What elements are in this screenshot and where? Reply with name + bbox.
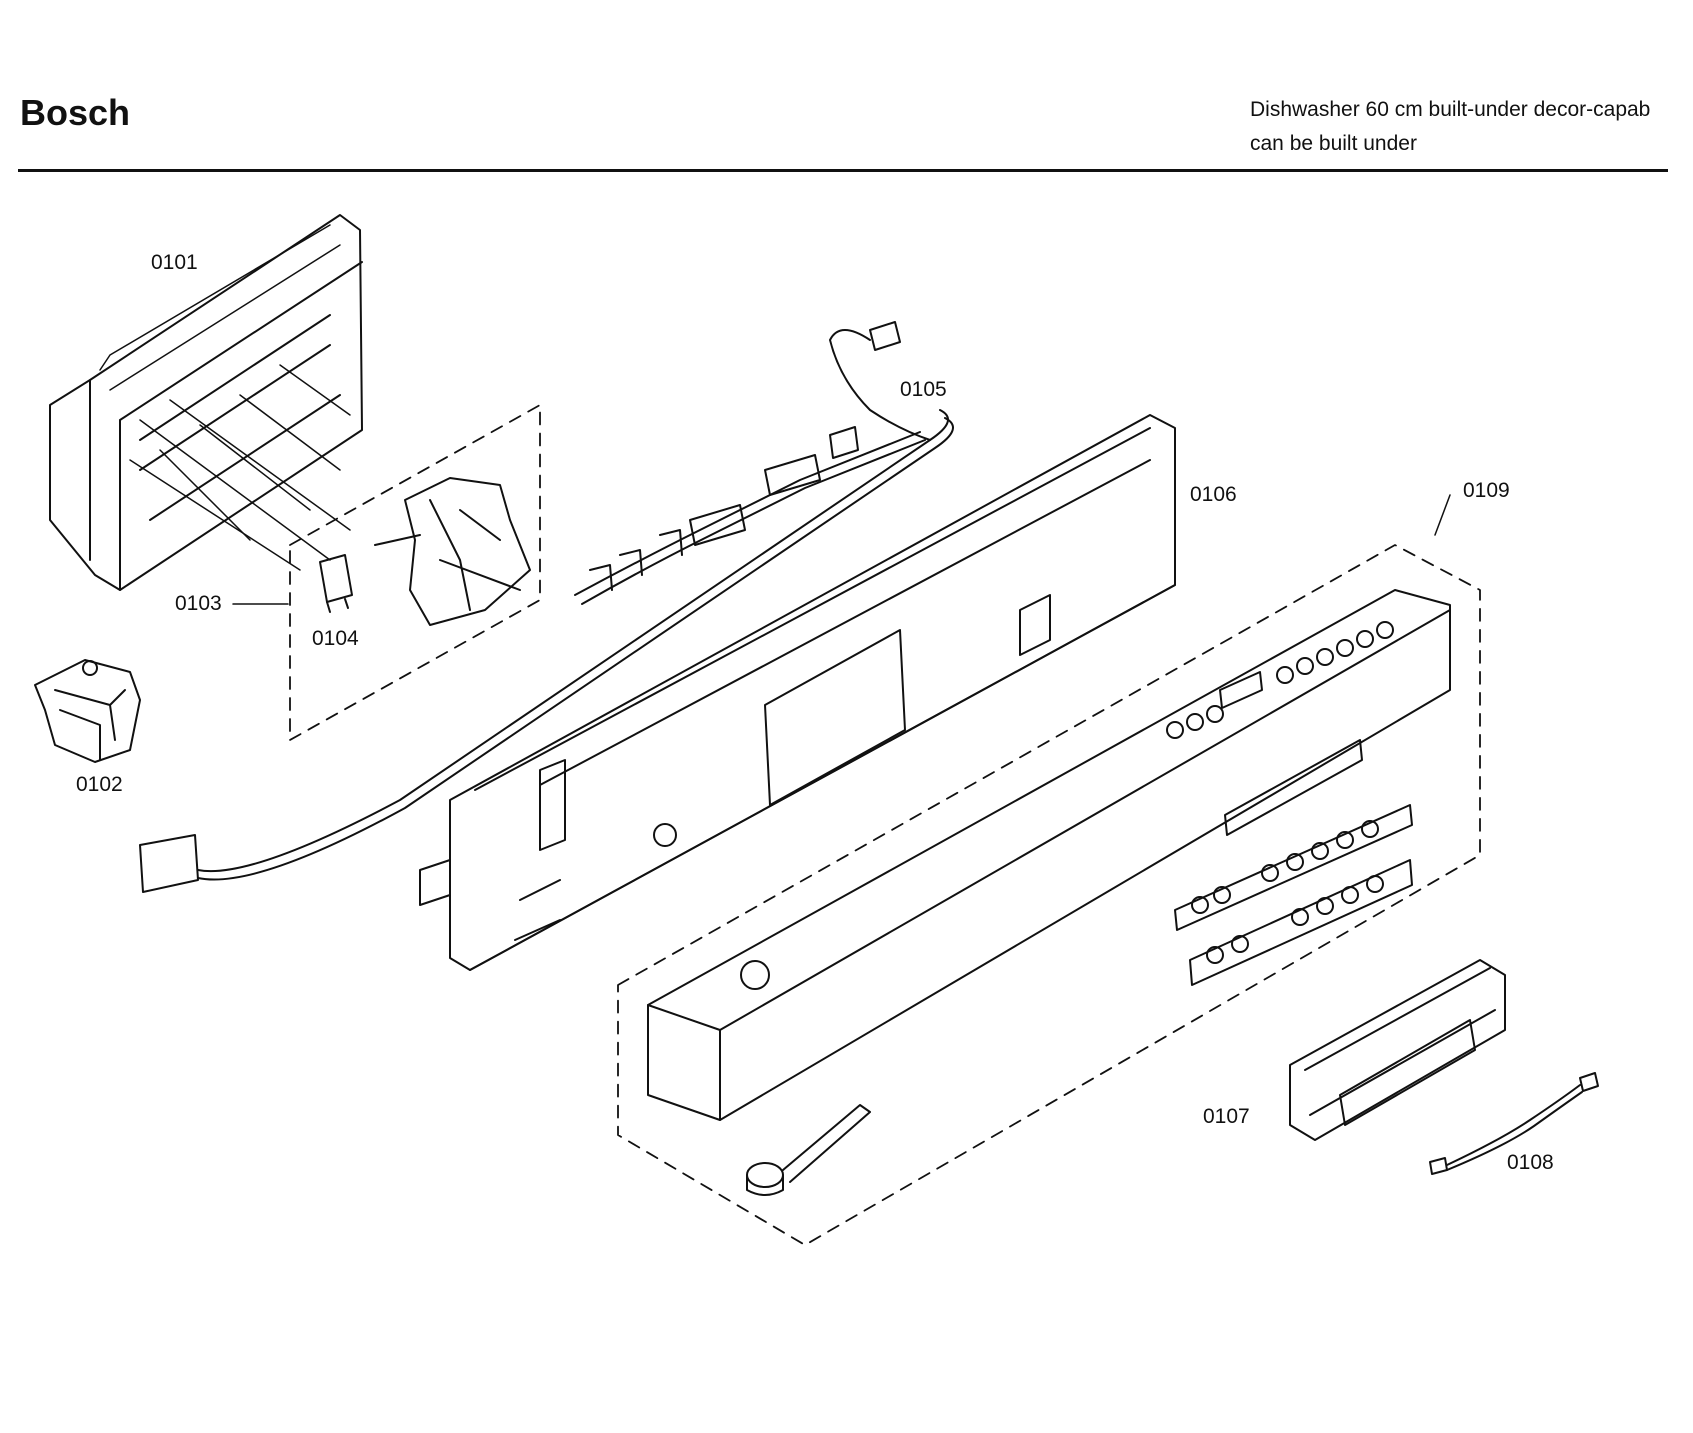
part-0103-group-box[interactable]: [232, 404, 541, 741]
appliance-subdescription: can be built under: [1250, 132, 1417, 155]
label-0109: 0109: [1463, 479, 1510, 502]
part-0105-wiring-harness[interactable]: [139, 321, 954, 893]
label-0104: 0104: [312, 627, 359, 650]
label-0102: 0102: [76, 773, 123, 796]
label-0107: 0107: [1203, 1105, 1250, 1128]
part-fascia-panel[interactable]: [647, 589, 1451, 1121]
part-button-strips[interactable]: [1174, 804, 1413, 986]
part-0108-cable[interactable]: [1429, 1072, 1599, 1175]
appliance-description: Dishwasher 60 cm built-under decor-capab: [1250, 98, 1651, 121]
header-rule: [18, 169, 1668, 172]
label-0108: 0108: [1507, 1151, 1554, 1174]
part-light-pipe[interactable]: [746, 1104, 871, 1196]
label-0106: 0106: [1190, 483, 1237, 506]
part-0109-group-box[interactable]: [617, 494, 1481, 1246]
label-0101: 0101: [151, 251, 198, 274]
part-0101-control-module[interactable]: [49, 214, 363, 591]
part-0103-assembly[interactable]: [374, 477, 531, 626]
part-0102-switch[interactable]: [34, 659, 141, 763]
part-0106-fascia-frame[interactable]: [419, 414, 1176, 971]
part-0104-relay[interactable]: [319, 554, 353, 613]
part-0107-display-module[interactable]: [1289, 959, 1506, 1141]
label-0103: 0103: [175, 592, 222, 615]
label-0105: 0105: [900, 378, 947, 401]
brand-title: Bosch: [20, 92, 131, 133]
